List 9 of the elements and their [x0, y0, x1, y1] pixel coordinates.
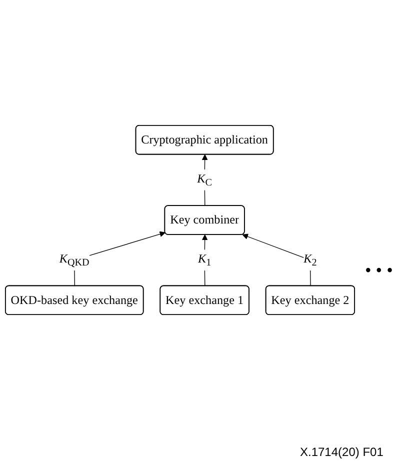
- arrow: [202, 234, 208, 286]
- edge-label: K$_{2}$: [304, 252, 317, 268]
- figure-number: X.1714(20) F01: [300, 445, 384, 459]
- edge-label: K$_{1}$: [198, 252, 212, 268]
- edge-label: K$_{QKD}$: [59, 252, 90, 268]
- edge-label: K$_{C}$: [197, 171, 212, 188]
- ellipsis: • • •: [365, 260, 393, 281]
- arrow: [242, 234, 311, 286]
- arrow: [202, 154, 208, 206]
